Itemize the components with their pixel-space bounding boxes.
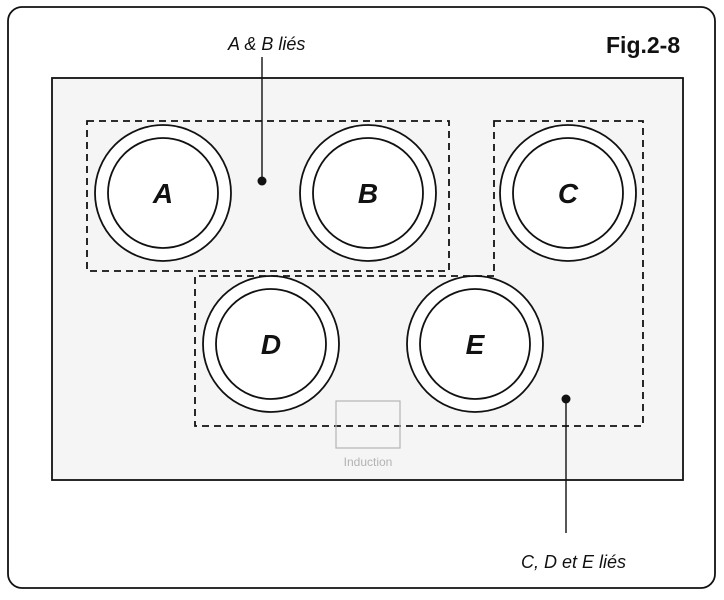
zone-a: A (94, 124, 232, 262)
induction-logo-box (335, 400, 401, 449)
zone-a-label: A (152, 178, 173, 209)
zone-d-label: D (261, 329, 281, 360)
leader-dot-ab (257, 176, 267, 186)
annotation-ab-linked: A & B liés (228, 34, 306, 54)
annotation-cde-linked: C, D et E liés (521, 552, 627, 572)
induction-logo-text: Induction (344, 455, 393, 469)
zone-e: E (406, 275, 544, 413)
zone-d: D (202, 275, 340, 413)
zone-e-label: E (466, 329, 486, 360)
figure-label: Fig.2-8 (606, 32, 681, 58)
zone-b: B (299, 124, 437, 262)
leader-dot-cde (561, 394, 571, 404)
group-cde-outline (194, 120, 644, 427)
zone-b-label: B (358, 178, 378, 209)
zone-c-label: C (558, 178, 579, 209)
zone-c: C (499, 124, 637, 262)
induction-logo: Induction (335, 400, 401, 469)
group-ab-outline (86, 120, 450, 272)
